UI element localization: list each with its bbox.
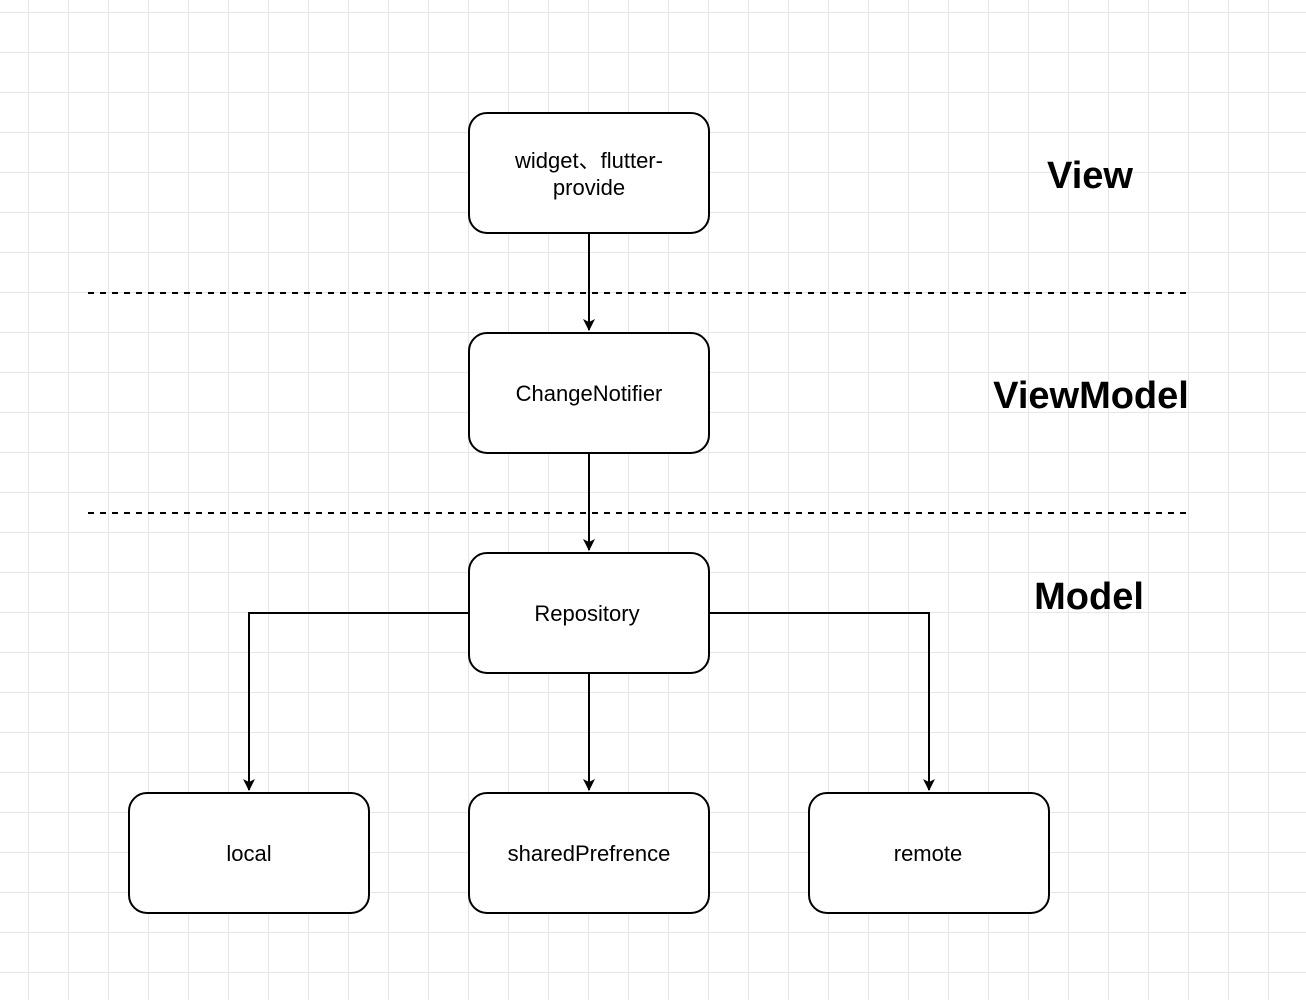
remote-node-label: remote <box>894 841 962 866</box>
shared-prefrence-node-box <box>468 792 710 914</box>
edge-repository-to-local <box>243 612 469 791</box>
view-node-box <box>468 112 710 234</box>
remote-node-box <box>808 792 1050 914</box>
local-node-label: local <box>226 841 271 866</box>
local-node[interactable]: local <box>128 792 370 914</box>
viewmodel-node-label: ChangeNotifier <box>516 381 663 406</box>
repository-node-label: Repository <box>534 601 639 626</box>
edge-repository-to-remote <box>709 612 935 791</box>
repository-node[interactable]: Repository <box>468 552 710 674</box>
viewmodel-node[interactable]: ChangeNotifier <box>468 332 710 454</box>
layer-label-model: Model <box>1034 576 1144 618</box>
repository-node-box <box>468 552 710 674</box>
local-node-box <box>128 792 370 914</box>
layer-label-viewmodel: ViewModel <box>993 375 1189 417</box>
layer-label-view: View <box>1047 155 1133 197</box>
remote-node[interactable]: remote <box>808 792 1050 914</box>
viewmodel-node-box <box>468 332 710 454</box>
shared-prefrence-node-label: sharedPrefrence <box>508 841 671 866</box>
view-node-label-line1: widget、flutter- <box>514 148 663 173</box>
view-node[interactable]: widget、flutter- provide <box>468 112 710 234</box>
view-node-label-line2: provide <box>553 175 625 200</box>
shared-prefrence-node[interactable]: sharedPrefrence <box>468 792 710 914</box>
